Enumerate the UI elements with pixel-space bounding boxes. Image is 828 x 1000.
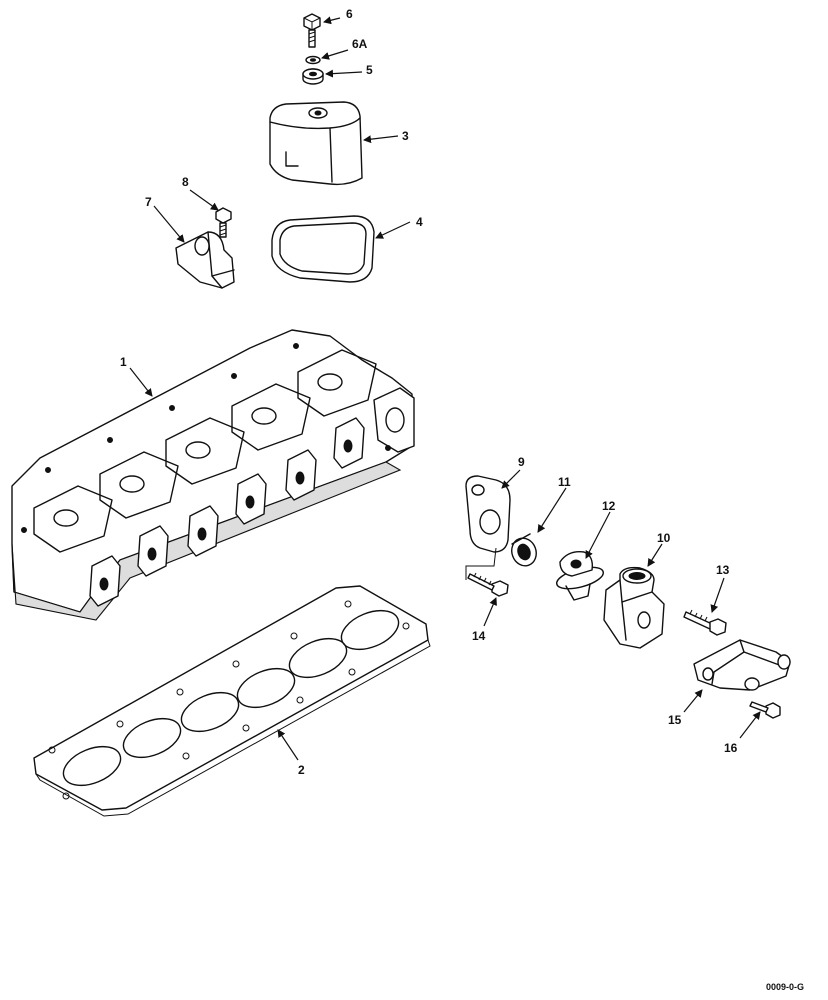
callout-5: 5 bbox=[366, 63, 373, 77]
callout-16: 16 bbox=[724, 741, 738, 755]
callout-14: 14 bbox=[472, 629, 486, 643]
part-10-thermostat-housing bbox=[603, 566, 665, 649]
callout-1: 1 bbox=[120, 355, 127, 369]
leader-lines bbox=[129, 16, 761, 761]
callout-4: 4 bbox=[416, 215, 423, 229]
figure-reference: 0009-0-G bbox=[766, 982, 804, 992]
part-13-bolt bbox=[683, 609, 727, 636]
callout-10: 10 bbox=[657, 531, 671, 545]
callout-13: 13 bbox=[716, 563, 730, 577]
rocker-bays bbox=[33, 349, 377, 553]
callout-7: 7 bbox=[145, 195, 152, 209]
part-8-bolt bbox=[215, 207, 232, 238]
callout-6a: 6A bbox=[352, 37, 368, 51]
part-15-bracket bbox=[693, 639, 791, 691]
callout-11: 11 bbox=[558, 475, 571, 489]
part-5-seal bbox=[302, 68, 324, 85]
part-6-bolt bbox=[303, 13, 321, 48]
part-4-gasket bbox=[271, 215, 375, 283]
callout-12: 12 bbox=[602, 499, 616, 513]
part-1-cylinder-head bbox=[11, 329, 415, 621]
callout-15: 15 bbox=[668, 713, 682, 727]
callout-labels: 6 6A 5 3 4 8 7 1 2 9 11 12 10 13 14 15 1… bbox=[120, 7, 738, 777]
part-14-bolt bbox=[467, 572, 509, 597]
port-bosses bbox=[89, 417, 365, 607]
part-2-head-gasket bbox=[33, 585, 431, 817]
head-bolt-holes bbox=[21, 343, 391, 533]
part-11-seal-ring bbox=[511, 533, 537, 567]
callout-3: 3 bbox=[402, 129, 409, 143]
part-9-gasket-plate bbox=[465, 475, 511, 580]
part-7-lifting-bracket bbox=[175, 231, 235, 289]
part-3-rocker-cover bbox=[269, 101, 363, 186]
callout-8: 8 bbox=[182, 175, 189, 189]
callout-9: 9 bbox=[518, 455, 525, 469]
callout-6: 6 bbox=[346, 7, 353, 21]
part-6a-washer bbox=[305, 55, 321, 65]
part-12-thermostat bbox=[556, 551, 604, 601]
part-16-bolt bbox=[749, 701, 781, 719]
callout-2: 2 bbox=[298, 763, 305, 777]
